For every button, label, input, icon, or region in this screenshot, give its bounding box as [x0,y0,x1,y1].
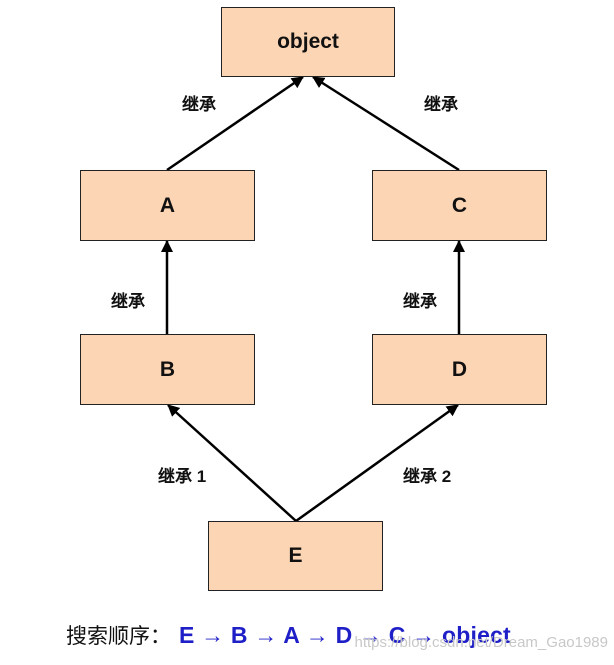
edge-label-d-to-c: 继承 [403,292,437,311]
search-order-prefix: 搜索顺序： [66,624,171,648]
node-b: B [80,334,255,405]
search-order: 搜索顺序： E → B → A → D → C → object [66,617,511,653]
node-object: object [221,7,395,77]
edge-label-a-to-object: 继承 [182,95,216,114]
watermark: https://blog.csdn.net/Dream_Gao1989 [354,634,609,651]
edge-label-e-to-b: 继承 1 [158,467,207,486]
node-c: C [372,170,547,241]
edge-label-c-to-object: 继承 [424,95,458,114]
node-e: E [208,521,383,591]
arrow-e-to-b [167,404,297,522]
node-d: D [372,334,547,405]
arrow-e-to-d [295,403,459,523]
edge-label-e-to-d: 继承 2 [403,467,452,486]
search-order-sequence: E → B → A → D → C → object [179,621,511,648]
arrow-c-to-object [312,75,460,172]
edge-label-b-to-a: 继承 [111,292,145,311]
node-a: A [80,170,255,241]
arrow-a-to-object [166,75,304,172]
